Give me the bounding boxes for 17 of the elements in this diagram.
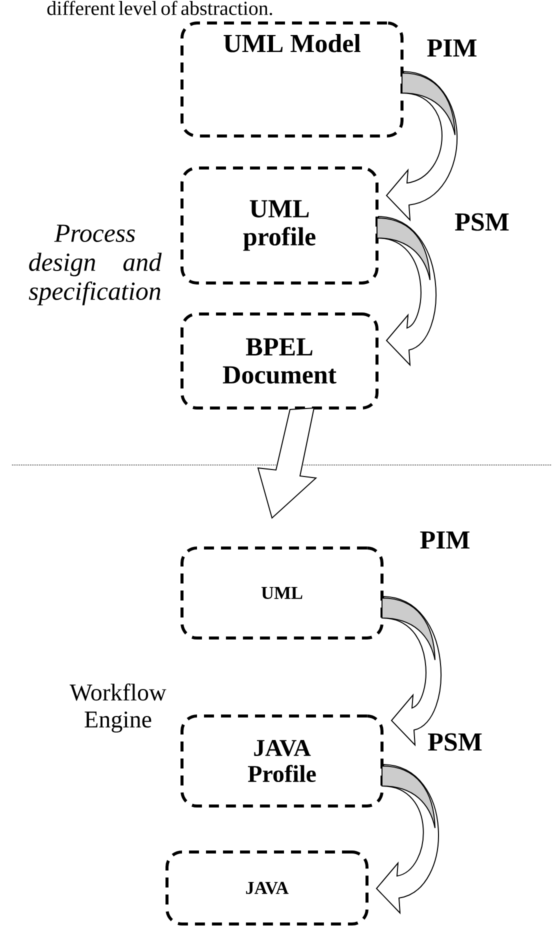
annotation-text: Workflow Engine xyxy=(70,683,166,733)
edge-label: PIM xyxy=(426,38,478,58)
process-box: UML profile xyxy=(180,166,378,284)
annotation-text: Process design and specification xyxy=(28,224,162,306)
curved-arrow xyxy=(386,71,458,220)
process-box: UML xyxy=(180,546,384,640)
annotation-text: different level of abstraction. xyxy=(47,0,272,16)
process-box: JAVA xyxy=(166,850,368,926)
process-box: JAVA Profile xyxy=(180,714,384,808)
curved-arrow xyxy=(382,596,442,746)
curved-arrow xyxy=(376,764,439,914)
edge-label: PIM xyxy=(418,530,472,550)
process-box: UML Model xyxy=(180,22,404,138)
process-box: BPEL Document xyxy=(180,312,378,410)
edge-label: PSM xyxy=(454,212,510,232)
edge-label: PSM xyxy=(426,732,484,752)
curved-arrow xyxy=(376,216,436,366)
